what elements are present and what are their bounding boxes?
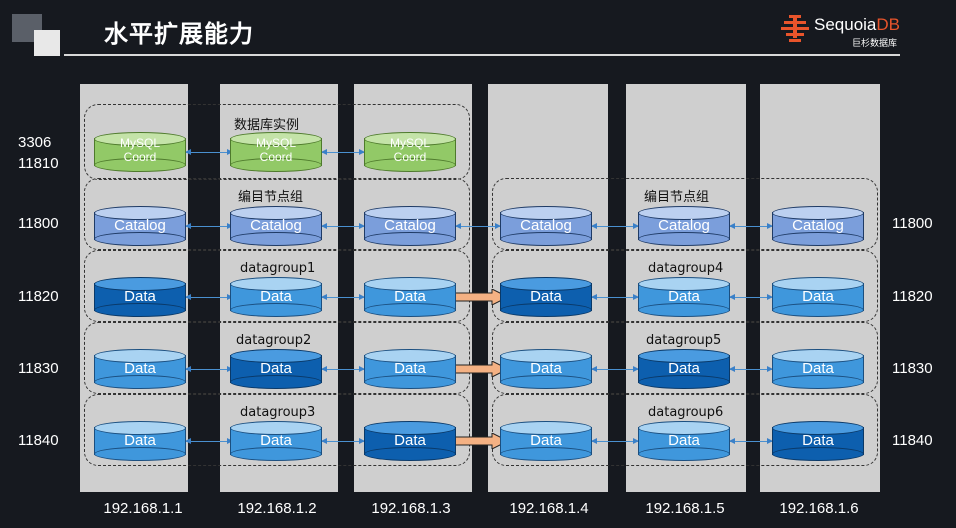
data-node-dg3-replica: Data xyxy=(94,421,186,461)
label-datagroup6: datagroup6 xyxy=(648,405,724,420)
header-logo-mark xyxy=(12,14,64,58)
data-node-dg6-primary: Data xyxy=(772,421,864,461)
tree-logo-icon xyxy=(781,15,809,42)
link-dg1-2-3 xyxy=(321,294,365,300)
link-catalog-2-3 xyxy=(321,223,365,229)
data-node-dg5-replica: Data xyxy=(500,349,592,389)
catalog-node-5: Catalog xyxy=(638,206,730,246)
port-label-left: 3306 xyxy=(18,134,52,151)
port-label-left: 11810 xyxy=(18,155,59,172)
brand-logo: SequoiaDB 巨杉数据库 xyxy=(780,12,904,49)
data-node-dg5-primary: Data xyxy=(638,349,730,389)
label-datagroup5: datagroup5 xyxy=(646,333,722,348)
port-label-right: 11800 xyxy=(892,215,933,232)
catalog-node-2: Catalog xyxy=(230,206,322,246)
group-datagroup1 xyxy=(84,250,470,322)
link-catalog-3-4 xyxy=(455,223,501,229)
server-ip-label: 192.168.1.1 xyxy=(103,500,183,517)
port-label-right: 11820 xyxy=(892,288,933,305)
link-dg2-1-2 xyxy=(185,366,233,372)
group-datagroup4 xyxy=(492,250,878,322)
link-dg3-1-2 xyxy=(185,438,233,444)
port-label-left: 11800 xyxy=(18,215,59,232)
link-dg4-4-5 xyxy=(591,294,639,300)
label-datagroup2: datagroup2 xyxy=(236,333,312,348)
page-title: 水平扩展能力 xyxy=(104,20,254,48)
data-node-dg2-replica: Data xyxy=(364,349,456,389)
data-node-dg6-replica: Data xyxy=(500,421,592,461)
link-catalog-1-2 xyxy=(185,223,233,229)
port-label-right: 11830 xyxy=(892,360,933,377)
catalog-node-6: Catalog xyxy=(772,206,864,246)
data-node-dg4-replica: Data xyxy=(772,277,864,317)
title-divider xyxy=(64,54,900,56)
port-label-right: 11840 xyxy=(892,432,933,449)
group-datagroup6 xyxy=(492,394,878,466)
link-catalog-5-6 xyxy=(729,223,773,229)
link-coord-2-3 xyxy=(321,149,365,155)
label-datagroup3: datagroup3 xyxy=(240,405,316,420)
group-catalog-right xyxy=(492,178,878,250)
label-catalog-left: 编目节点组 xyxy=(238,190,304,205)
label-datagroup4: datagroup4 xyxy=(648,261,724,276)
data-node-dg4-replica: Data xyxy=(638,277,730,317)
data-node-dg5-replica: Data xyxy=(772,349,864,389)
link-catalog-4-5 xyxy=(591,223,639,229)
data-node-dg1-replica: Data xyxy=(230,277,322,317)
link-dg1-1-2 xyxy=(185,294,233,300)
link-dg5-5-6 xyxy=(729,366,773,372)
data-node-dg3-primary: Data xyxy=(364,421,456,461)
data-node-dg4-primary: Data xyxy=(500,277,592,317)
port-label-left: 11840 xyxy=(18,432,59,449)
data-node-dg2-primary: Data xyxy=(230,349,322,389)
label-catalog-right: 编目节点组 xyxy=(644,190,710,205)
catalog-node-4: Catalog xyxy=(500,206,592,246)
catalog-node-1: Catalog xyxy=(94,206,186,246)
server-ip-label: 192.168.1.5 xyxy=(645,500,725,517)
server-ip-label: 192.168.1.2 xyxy=(237,500,317,517)
data-node-dg1-primary: Data xyxy=(94,277,186,317)
link-dg3-2-3 xyxy=(321,438,365,444)
label-db-instance: 数据库实例 xyxy=(234,118,300,133)
link-dg2-2-3 xyxy=(321,366,365,372)
server-ip-label: 192.168.1.3 xyxy=(371,500,451,517)
brand-name: SequoiaDB xyxy=(814,15,901,34)
link-dg6-4-5 xyxy=(591,438,639,444)
group-catalog-left xyxy=(84,178,470,250)
data-node-dg6-replica: Data xyxy=(638,421,730,461)
link-coord-1-2 xyxy=(185,149,233,155)
group-db-instance xyxy=(84,104,470,180)
link-dg4-5-6 xyxy=(729,294,773,300)
server-ip-label: 192.168.1.6 xyxy=(779,500,859,517)
link-dg6-5-6 xyxy=(729,438,773,444)
port-label-left: 11820 xyxy=(18,288,59,305)
group-datagroup3 xyxy=(84,394,470,466)
catalog-node-3: Catalog xyxy=(364,206,456,246)
brand-subtitle: 巨杉数据库 xyxy=(852,39,898,49)
port-label-left: 11830 xyxy=(18,360,59,377)
group-datagroup2 xyxy=(84,322,470,394)
link-dg5-4-5 xyxy=(591,366,639,372)
label-datagroup1: datagroup1 xyxy=(240,261,316,276)
data-node-dg3-replica: Data xyxy=(230,421,322,461)
data-node-dg2-replica: Data xyxy=(94,349,186,389)
data-node-dg1-replica: Data xyxy=(364,277,456,317)
group-datagroup5 xyxy=(492,322,878,394)
server-ip-label: 192.168.1.4 xyxy=(509,500,589,517)
